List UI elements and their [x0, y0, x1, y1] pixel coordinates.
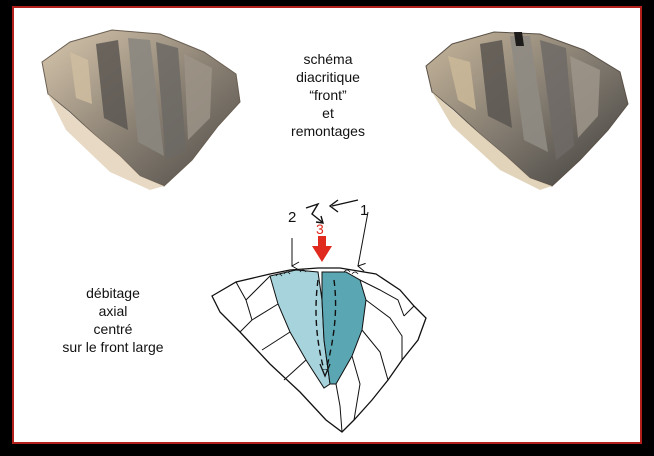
- label-step-1: 1: [360, 202, 368, 219]
- caption-schema-line-2: diacritique: [248, 68, 408, 86]
- caption-schema-line-3: “front”: [248, 86, 408, 104]
- caption-debitage-line-3: centré: [28, 320, 198, 338]
- label-step-3: 3: [316, 221, 324, 237]
- caption-debitage-line-1: débitage: [28, 284, 198, 302]
- core-photo-right: [426, 32, 628, 190]
- caption-schema: schéma diacritique “front” et remontages: [248, 50, 408, 140]
- caption-schema-line-4: et: [248, 104, 408, 122]
- caption-debitage: débitage axial centré sur le front large: [28, 284, 198, 356]
- caption-debitage-line-2: axial: [28, 302, 198, 320]
- core-photo-left: [42, 30, 240, 190]
- caption-schema-line-1: schéma: [248, 50, 408, 68]
- red-arrow-head: [312, 246, 332, 262]
- diacritic-schema: [212, 268, 426, 432]
- caption-schema-line-5: remontages: [248, 122, 408, 140]
- caption-debitage-line-4: sur le front large: [28, 338, 198, 356]
- removal-sequence-arrows: [292, 200, 368, 266]
- label-step-2: 2: [288, 209, 296, 226]
